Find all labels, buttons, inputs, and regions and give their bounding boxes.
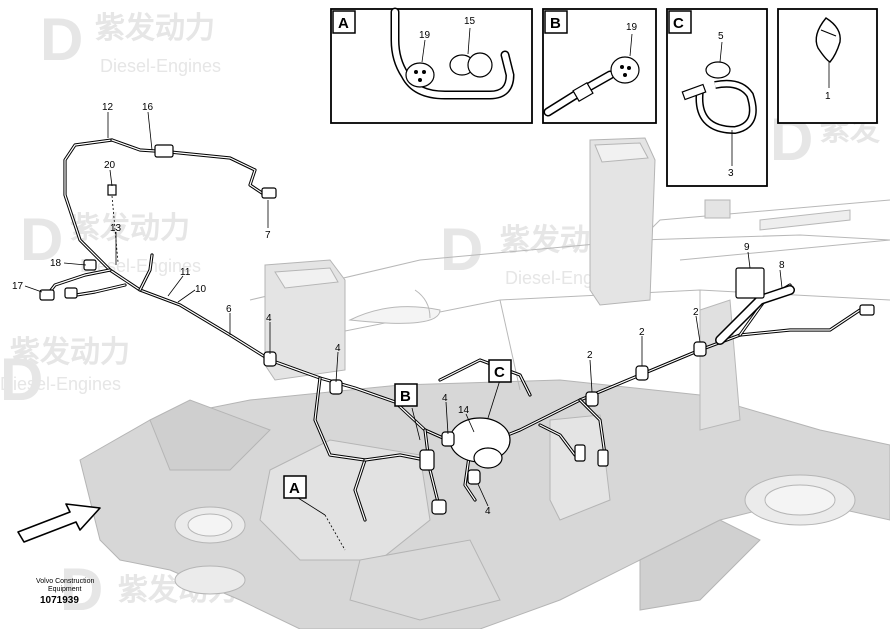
detail-a-callout-15: 15 [464,16,476,27]
callout-2-c: 2 [693,307,699,318]
detail-box-a: A 19 15 [330,7,533,124]
callout-7: 7 [265,230,271,241]
callout-4-b: 4 [335,343,341,354]
svg-text:紫发动力: 紫发动力 [70,211,190,246]
drawing-caption: Volvo Construction Equipment 1071939 [36,578,94,606]
detail-c-callout-3: 3 [728,168,734,179]
watermark-logo: D 紫发动力 Diesel-Engines [40,6,221,76]
svg-text:B: B [400,388,411,405]
direction-arrow [17,503,101,543]
callout-14: 14 [458,405,470,416]
view-marker-a: A [283,475,307,499]
watermark-logo: D 紫发动力 Diesel-Engines [20,206,201,276]
view-marker-c: C [488,359,512,383]
callout-12: 12 [102,102,114,113]
leader-lines [24,111,783,551]
svg-text:D: D [60,556,103,623]
callout-16: 16 [142,102,154,113]
callout-4-d: 4 [485,506,491,517]
detail-b-letter: B [550,15,561,32]
svg-text:D: D [0,346,43,413]
callout-2-a: 2 [587,350,593,361]
watermark-brand-cn: 紫发动力 [95,11,215,46]
caption-line2: Equipment [48,586,82,593]
detail-c-letter: C [673,15,684,32]
callout-13: 13 [110,223,122,234]
svg-text:D: D [20,206,63,273]
watermark-logo: D 紫发动力 Diesel-Engines [0,335,130,413]
callout-4-a: 4 [266,313,272,324]
watermark-brand-en: Diesel-Engines [100,56,221,76]
detail-b-callout-19: 19 [626,22,638,33]
detail-box-c: C 5 3 [666,8,768,187]
svg-text:C: C [494,364,505,381]
svg-text:A: A [289,480,300,497]
callout-labels: 12 16 20 7 13 18 17 11 10 6 4 4 4 4 14 2… [12,102,785,517]
callout-10: 10 [195,284,207,295]
svg-text:D: D [440,216,483,283]
callout-17: 17 [12,281,24,292]
caption-line1: Volvo Construction [36,578,94,585]
document-number: 1071939 [40,595,79,606]
watermark-logo: D 紫发动力 [60,556,238,623]
machine-frame [79,137,890,629]
svg-text:Diesel-Engines: Diesel-Engines [0,374,121,394]
detail-callout-1: 1 [825,91,831,102]
callout-11: 11 [180,267,191,278]
detail-a-callout-19: 19 [419,30,431,41]
callout-6: 6 [226,304,232,315]
callout-20: 20 [104,160,116,171]
svg-text:紫发动力: 紫发动力 [10,335,130,370]
callout-18: 18 [50,258,62,269]
detail-box-b: B 19 [542,8,657,124]
view-marker-b: B [394,383,418,407]
callout-4-c: 4 [442,393,448,404]
detail-c-callout-5: 5 [718,31,724,42]
callout-8: 8 [779,260,785,271]
callout-9: 9 [744,242,750,253]
svg-text:D: D [40,6,83,73]
callout-2-b: 2 [639,327,645,338]
detail-box-cable-tie: 1 [777,8,878,124]
detail-a-letter: A [338,15,349,32]
